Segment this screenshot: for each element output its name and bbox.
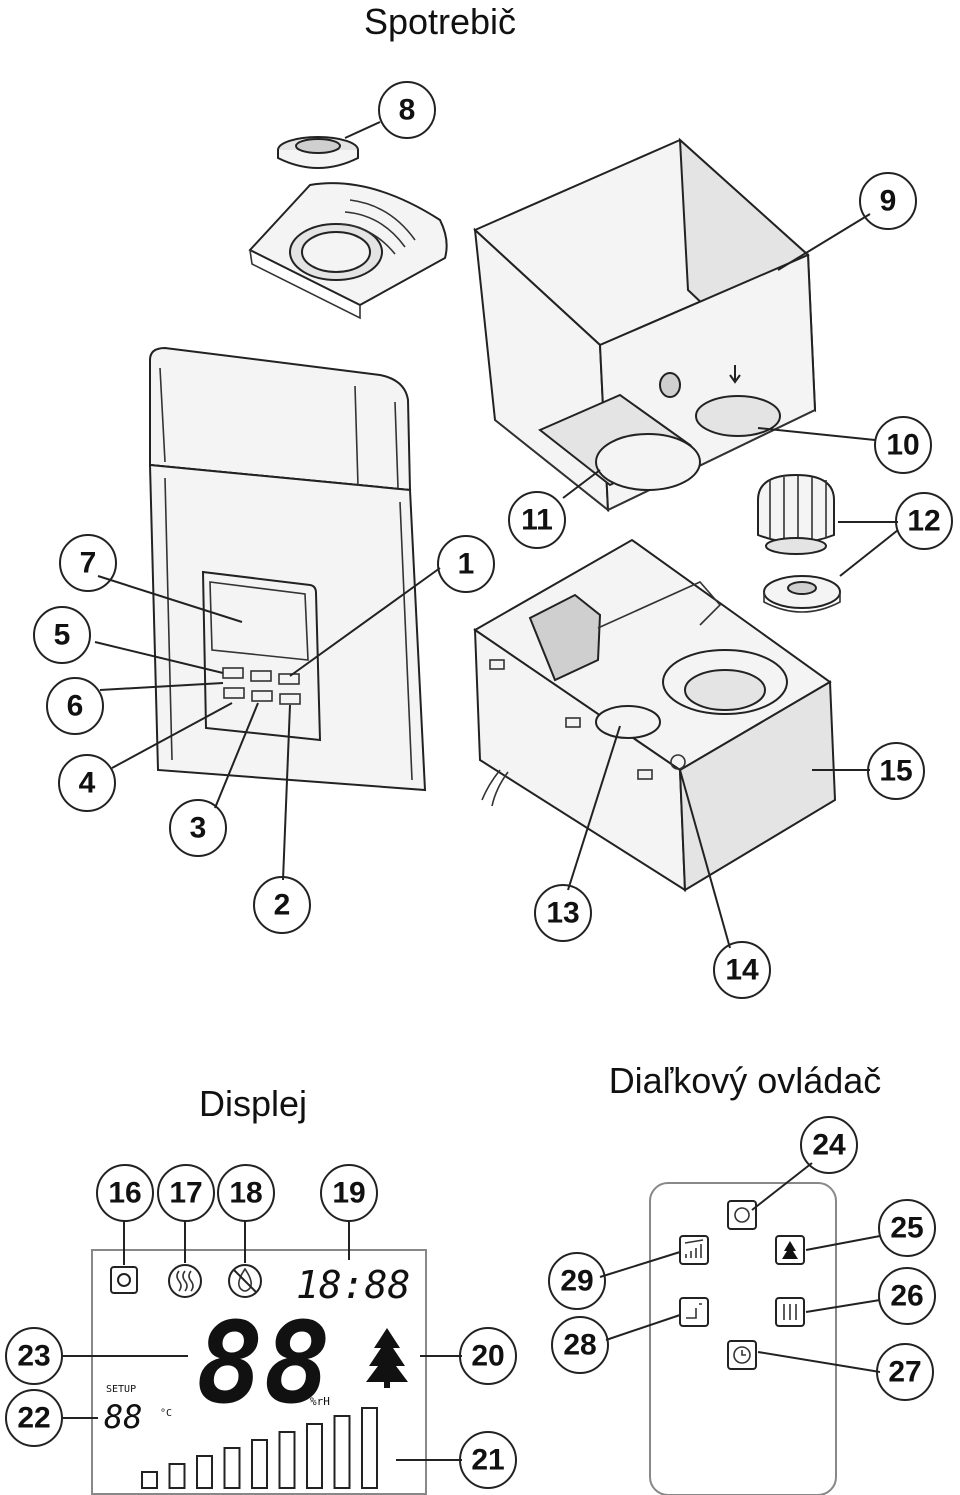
lcd-clock: 18:88 xyxy=(296,1263,410,1307)
svg-text:12: 12 xyxy=(907,505,940,538)
svg-text:22: 22 xyxy=(17,1402,50,1435)
callout-5: 5 xyxy=(33,606,91,664)
callout-11: 11 xyxy=(508,491,566,549)
callout-19: 19 xyxy=(320,1164,378,1222)
callout-4: 4 xyxy=(58,754,116,812)
svg-text:27: 27 xyxy=(888,1356,921,1389)
svg-text:29: 29 xyxy=(560,1265,593,1298)
callout-24: 24 xyxy=(800,1116,858,1174)
svg-text:7: 7 xyxy=(80,547,97,580)
remote-humidity-icon xyxy=(679,1297,709,1327)
callout-26: 26 xyxy=(878,1267,936,1325)
leader-lines-remote xyxy=(599,1162,881,1373)
svg-text:1: 1 xyxy=(458,548,475,581)
humidity-bar xyxy=(306,1423,323,1489)
svg-text:18: 18 xyxy=(229,1177,262,1210)
callout-23: 23 xyxy=(5,1327,63,1385)
svg-text:16: 16 xyxy=(108,1177,141,1210)
remote-ionizer-tree-icon xyxy=(775,1235,805,1265)
aroma-cap-icon xyxy=(277,136,359,169)
callout-21: 21 xyxy=(459,1431,517,1489)
leader-lines-display xyxy=(62,1220,462,1461)
ionizer-tree-icon xyxy=(366,1328,408,1388)
front-housing-icon xyxy=(148,346,427,792)
humidity-bar xyxy=(168,1463,186,1489)
svg-text:23: 23 xyxy=(17,1340,50,1373)
lcd-setup-label: SETUP xyxy=(106,1384,136,1395)
remote-title: Diaľkový ovládač xyxy=(609,1060,882,1101)
svg-text:26: 26 xyxy=(890,1280,923,1313)
callout-18: 18 xyxy=(217,1164,275,1222)
callout-6: 6 xyxy=(46,677,104,735)
humidity-level-bars xyxy=(141,1407,378,1489)
lcd-humidity-unit: %rH xyxy=(310,1395,330,1408)
humidity-bar xyxy=(196,1455,213,1489)
callout-27: 27 xyxy=(876,1343,934,1401)
power-icon xyxy=(110,1266,138,1294)
svg-text:2: 2 xyxy=(274,889,291,922)
callout-22: 22 xyxy=(5,1389,63,1447)
callout-1: 1 xyxy=(437,535,495,593)
callout-8: 8 xyxy=(378,81,436,139)
svg-text:20: 20 xyxy=(471,1340,504,1373)
remote-warm-mist-icon xyxy=(775,1297,805,1327)
lcd-temperature-unit: °C xyxy=(160,1408,172,1419)
humidity-bar xyxy=(223,1447,241,1489)
no-water-icon xyxy=(228,1264,262,1298)
remote-timer-icon xyxy=(727,1340,757,1370)
callout-9: 9 xyxy=(859,172,917,230)
callout-28: 28 xyxy=(551,1316,609,1374)
svg-text:28: 28 xyxy=(563,1329,596,1362)
svg-text:19: 19 xyxy=(332,1177,365,1210)
callout-10: 10 xyxy=(874,416,932,474)
remote-power-icon xyxy=(727,1200,757,1230)
callout-2: 2 xyxy=(253,876,311,934)
callout-16: 16 xyxy=(96,1164,154,1222)
lcd-panel: 18:88 88 %rH SETUP 88 °C xyxy=(91,1249,427,1495)
svg-text:25: 25 xyxy=(890,1212,923,1245)
remote-mist-level-icon xyxy=(679,1235,709,1265)
humidity-bar xyxy=(251,1439,268,1489)
humidity-bar xyxy=(278,1431,296,1489)
callout-25: 25 xyxy=(878,1199,936,1257)
svg-text:24: 24 xyxy=(812,1129,846,1162)
svg-text:4: 4 xyxy=(79,767,96,800)
svg-text:17: 17 xyxy=(169,1177,202,1210)
lcd-temperature-value: 88 xyxy=(104,1398,143,1436)
svg-text:15: 15 xyxy=(879,755,912,788)
svg-text:8: 8 xyxy=(399,94,416,127)
top-cover-icon xyxy=(248,182,448,320)
callout-13: 13 xyxy=(534,884,592,942)
svg-text:13: 13 xyxy=(546,897,579,930)
svg-text:5: 5 xyxy=(54,619,71,652)
svg-text:10: 10 xyxy=(886,429,919,462)
callout-20: 20 xyxy=(459,1327,517,1385)
humidity-bar xyxy=(141,1471,158,1489)
lcd-humidity-value: 88 xyxy=(196,1299,331,1429)
leader-lines-appliance xyxy=(94,121,899,949)
callout-12: 12 xyxy=(895,492,953,550)
display-title: Displej xyxy=(199,1083,307,1124)
callout-7: 7 xyxy=(59,534,117,592)
svg-text:9: 9 xyxy=(880,185,897,218)
svg-text:3: 3 xyxy=(190,812,207,845)
callout-3: 3 xyxy=(169,799,227,857)
ceramic-filter-icon xyxy=(757,473,841,613)
svg-text:6: 6 xyxy=(67,690,84,723)
callout-15: 15 xyxy=(867,742,925,800)
heater-icon xyxy=(168,1264,202,1298)
base-unit-icon xyxy=(473,538,837,892)
svg-text:11: 11 xyxy=(521,504,553,537)
callout-14: 14 xyxy=(713,941,771,999)
water-tank-icon xyxy=(473,137,817,513)
humidity-bar xyxy=(361,1407,378,1489)
svg-text:21: 21 xyxy=(471,1444,504,1477)
callout-29: 29 xyxy=(548,1252,606,1310)
appliance-title: Spotrebič xyxy=(364,1,516,42)
remote-body xyxy=(649,1182,837,1495)
humidity-bar xyxy=(333,1415,351,1489)
svg-text:14: 14 xyxy=(725,954,759,987)
callout-17: 17 xyxy=(157,1164,215,1222)
